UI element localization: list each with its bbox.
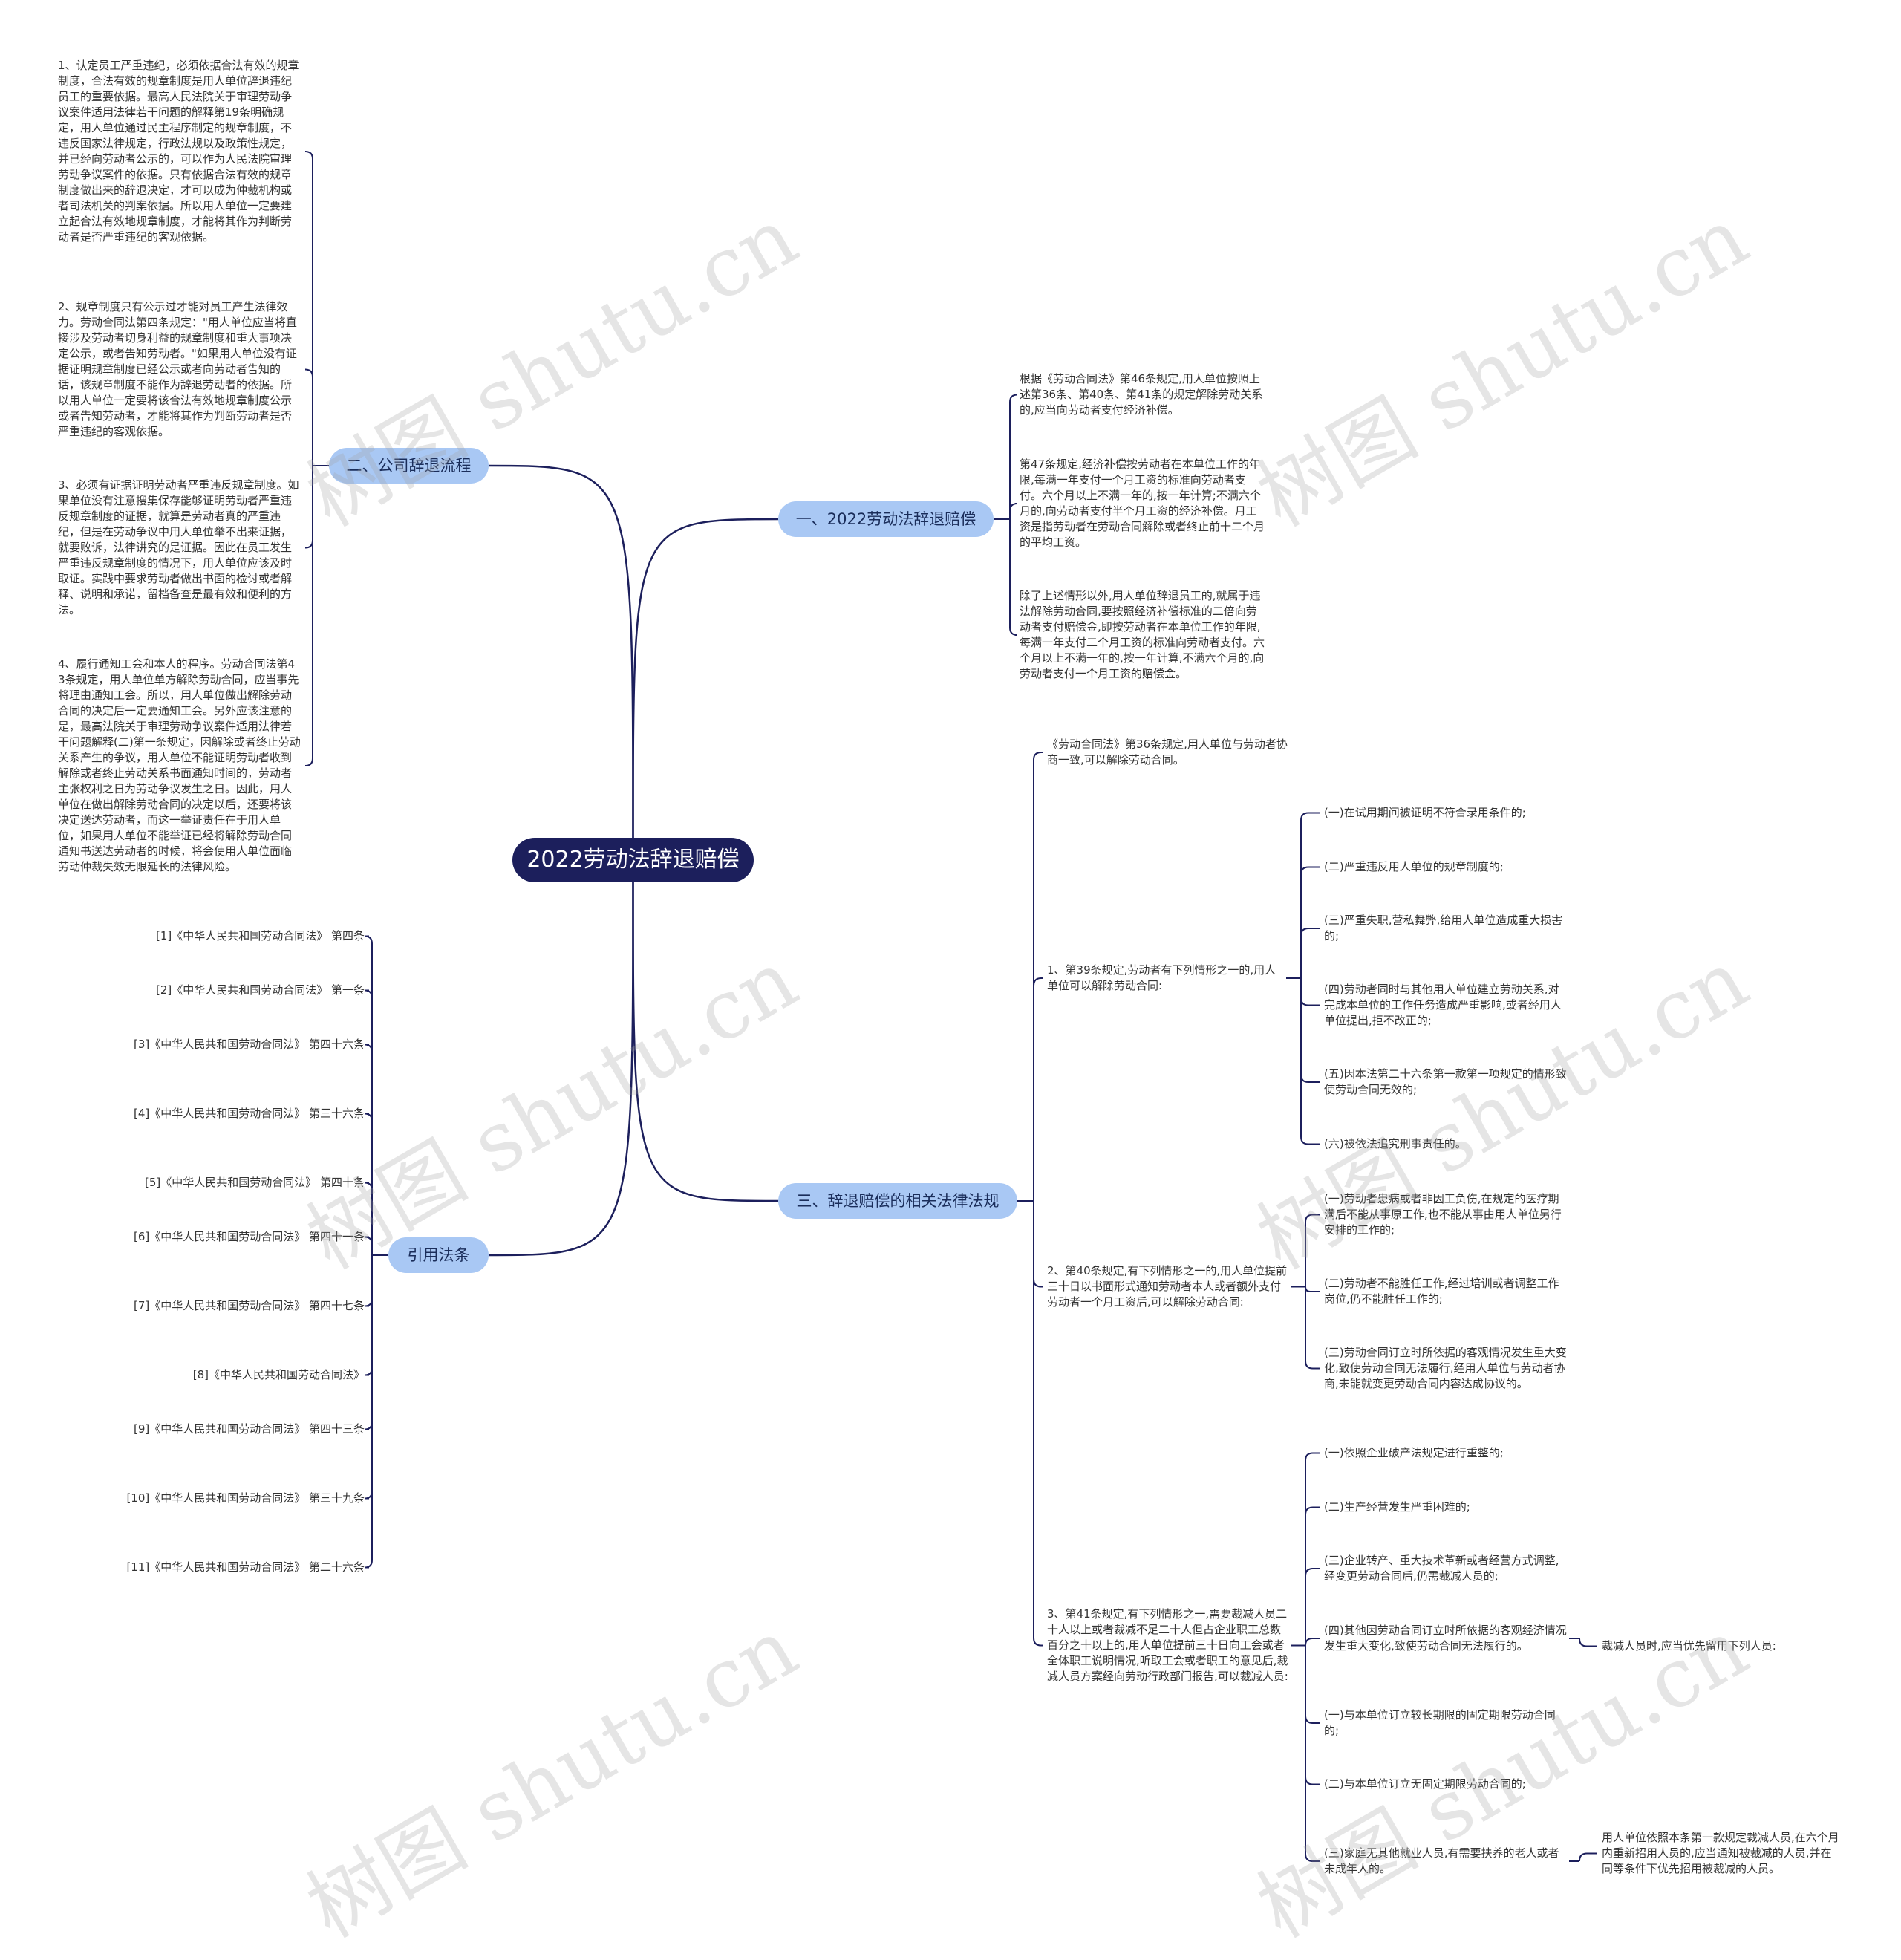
citation-item: [9]《中华人民共和国劳动合同法》 第四十三条 [133, 1422, 365, 1436]
art39-item-3: (三)严重失职,营私舞弊,给用人单位造成重大损害的; [1324, 914, 1563, 942]
edge [1300, 866, 1320, 978]
edge [1300, 928, 1320, 978]
edge [1305, 1506, 1320, 1646]
root-topic[interactable]: 2022劳动法辞退赔偿 [512, 838, 754, 882]
edge [1305, 1286, 1320, 1292]
branch-compensation[interactable]: 一、2022劳动法辞退赔偿 [778, 501, 994, 537]
law-art40-text: 2、第40条规定,有下列情形之一的,用人单位提前三十日以书面形式通知劳动者本人或… [1047, 1264, 1288, 1309]
edge [1300, 978, 1320, 1145]
citation-item: [10]《中华人民共和国劳动合同法》 第三十九条 [126, 1491, 365, 1505]
art40-item-2: (二)劳动者不能胜任工作,经过培训或者调整工作岗位,仍不能胜任工作的; [1324, 1277, 1559, 1306]
art41-retain-item-2: (二)与本单位订立无固定期限劳动合同的; [1324, 1777, 1526, 1791]
compensation-illegal-text: 除了上述情形以外,用人单位辞退员工的,就属于违法解除劳动合同,要按照经济补偿标准… [1020, 589, 1265, 680]
edge [1300, 978, 1320, 1083]
edge [304, 151, 313, 466]
art41-rehire-note: 用人单位依照本条第一款规定裁减人员,在六个月内重新招用人员的,应当通知被裁减的人… [1602, 1831, 1839, 1875]
edge [364, 1255, 373, 1376]
branch-dismissal-process[interactable]: 二、公司辞退流程 [329, 448, 489, 484]
edge [1009, 503, 1018, 519]
edge [1033, 1201, 1043, 1288]
compensation-art47-text: 第47条规定,经济补偿按劳动者在本单位工作的年限,每满一年支付一个月工资的标准向… [1020, 458, 1265, 549]
edge [1305, 1645, 1320, 1862]
edge [1305, 1214, 1320, 1287]
art40-item-3: (三)劳动合同订立时所依据的客观情况发生重大变化,致使劳动合同无法履行,经用人单… [1324, 1346, 1567, 1390]
art39-item-4: (四)劳动者同时与其他用人单位建立劳动关系,对完成本单位的工作任务造成严重影响,… [1324, 983, 1562, 1027]
edge [364, 1255, 373, 1569]
art41-item-1: (一)依照企业破产法规定进行重整的; [1324, 1446, 1504, 1459]
edge [1009, 519, 1018, 636]
process-step-3-text: 3、必须有证据证明劳动者严重违反规章制度。如果单位没有注意搜集保存能够证明劳动者… [58, 478, 299, 616]
process-step-1-text: 1、认定员工严重违纪，必须依据合法有效的规章制度，合法有效的规章制度是用人单位辞… [58, 59, 299, 244]
edge [632, 882, 779, 1202]
branch-citations[interactable]: 引用法条 [388, 1237, 489, 1273]
edge [304, 368, 313, 466]
art41-retain-item-1: (一)与本单位订立较长期限的固定期限劳动合同的; [1324, 1708, 1556, 1737]
citation-item: [1]《中华人民共和国劳动合同法》 第四条 [155, 929, 365, 942]
edge [1305, 1452, 1320, 1646]
art41-item-4: (四)其他因劳动合同订立时所依据的客观经济情况发生重大变化,致使劳动合同无法履行… [1324, 1624, 1567, 1653]
edge [1579, 1852, 1597, 1861]
edge [1009, 394, 1018, 519]
edge [364, 1236, 373, 1255]
edge [632, 518, 779, 839]
art39-item-2: (二)严重违反用人单位的规章制度的; [1324, 860, 1504, 873]
edge [488, 882, 634, 1257]
edge [304, 466, 313, 549]
citation-item: [3]《中华人民共和国劳动合同法》 第四十六条 [133, 1038, 365, 1051]
edge [364, 1182, 373, 1255]
art39-item-6: (六)被依法追究刑事责任的。 [1324, 1137, 1467, 1150]
edge [1305, 1645, 1320, 1724]
edge [1033, 977, 1043, 1201]
edge [364, 1044, 373, 1255]
citation-item: [6]《中华人民共和国劳动合同法》 第四十一条 [133, 1230, 365, 1243]
edge [364, 1255, 373, 1430]
citation-item: [5]《中华人民共和国劳动合同法》 第四十条 [144, 1176, 365, 1189]
art39-item-1: (一)在试用期间被证明不符合录用条件的; [1324, 806, 1526, 819]
branch-laws[interactable]: 三、辞退赔偿的相关法律法规 [778, 1183, 1017, 1219]
art40-item-1: (一)劳动者患病或者非因工负伤,在规定的医疗期满后不能从事原工作,也不能从事由用… [1324, 1192, 1562, 1237]
citation-item: [4]《中华人民共和国劳动合同法》 第三十六条 [133, 1107, 365, 1120]
law-art41-text: 3、第41条规定,有下列情形之一,需要裁减人员二十人以上或者裁减不足二十人但占企… [1047, 1607, 1288, 1683]
art41-retain-item-3: (三)家庭无其他就业人员,有需要扶养的老人或者未成年人的。 [1324, 1846, 1559, 1875]
art39-item-5: (五)因本法第二十六条第一款第一项规定的情形致使劳动合同无效的; [1324, 1067, 1567, 1096]
edge [1033, 1201, 1043, 1647]
art41-retain-note: 裁减人员时,应当优先留用下列人员: [1602, 1639, 1776, 1653]
edge [364, 1255, 373, 1307]
edge [1305, 1286, 1320, 1370]
law-art36-text: 《劳动合同法》第36条规定,用人单位与劳动者协商一致,可以解除劳动合同。 [1047, 738, 1288, 766]
edge [364, 989, 373, 1255]
edge [1305, 1568, 1320, 1646]
edge [1305, 1645, 1320, 1785]
process-step-4-text: 4、履行通知工会和本人的程序。劳动合同法第43条规定，用人单位单方解除劳动合同，… [58, 657, 301, 873]
edge [488, 464, 634, 839]
edge [1300, 812, 1320, 978]
edge [1300, 978, 1320, 1006]
citation-item: [2]《中华人民共和国劳动合同法》 第一条 [155, 983, 365, 997]
edge [364, 935, 373, 1255]
edge [304, 466, 313, 766]
process-step-2-text: 2、规章制度只有公示过才能对员工产生法律效力。劳动合同法第四条规定："用人单位应… [58, 300, 297, 438]
law-art39-text: 1、第39条规定,劳动者有下列情形之一的,用人单位可以解除劳动合同: [1047, 963, 1276, 992]
edge [1305, 1638, 1320, 1646]
citation-item: [7]《中华人民共和国劳动合同法》 第四十七条 [133, 1299, 365, 1312]
edge [1033, 752, 1043, 1201]
art41-item-2: (二)生产经营发生严重困难的; [1324, 1500, 1470, 1514]
citation-item: [11]《中华人民共和国劳动合同法》 第二十六条 [126, 1560, 365, 1574]
edge [364, 1255, 373, 1500]
edge [364, 1113, 373, 1255]
citation-item: [8]《中华人民共和国劳动合同法》 [192, 1368, 365, 1381]
art41-item-3: (三)企业转产、重大技术革新或者经营方式调整,经变更劳动合同后,仍需裁减人员的; [1324, 1554, 1559, 1583]
edge [1579, 1638, 1597, 1647]
compensation-art46-text: 根据《劳动合同法》第46条规定,用人单位按照上述第36条、第40条、第41条的规… [1020, 372, 1263, 417]
